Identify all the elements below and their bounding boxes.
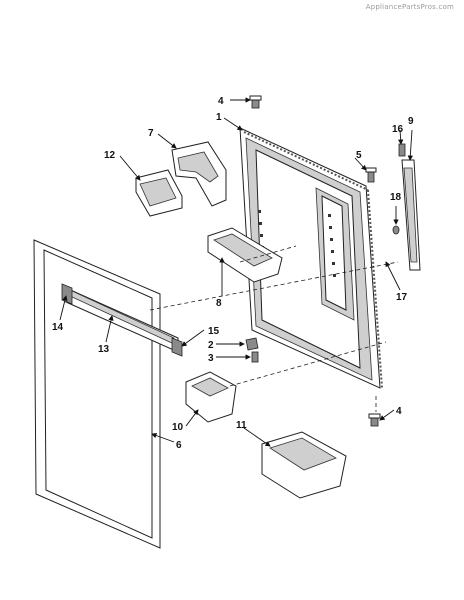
callout-4-top: 4: [218, 96, 224, 107]
screw-5: [365, 167, 377, 183]
callout-3: 3: [208, 353, 214, 364]
handle-screw: [398, 143, 406, 157]
callout-12: 12: [104, 150, 116, 161]
door-bin-10: [185, 371, 237, 423]
callout-17: 17: [396, 292, 408, 303]
callout-2: 2: [208, 340, 214, 351]
callout-16: 16: [392, 124, 404, 135]
plug: [392, 225, 400, 235]
alignment-line: [149, 261, 399, 311]
door-outer-panel: [239, 127, 383, 389]
door-bin-8: [207, 227, 283, 283]
door-handle: [401, 159, 421, 271]
door-gasket: [33, 239, 161, 549]
callout-9: 9: [408, 116, 414, 127]
dairy-bin: [135, 169, 183, 217]
callout-1: 1: [216, 112, 222, 123]
alignment-line: [229, 341, 387, 387]
callout-6: 6: [176, 440, 182, 451]
callout-11: 11: [236, 420, 247, 431]
watermark: AppliancePartsPros.com: [365, 3, 454, 11]
callout-5: 5: [356, 150, 362, 161]
callout-15: 15: [208, 326, 220, 337]
hinge-pin-top: [249, 95, 262, 109]
door-bin-11: [261, 431, 347, 499]
callout-10: 10: [172, 422, 184, 433]
hinge-pin-bottom: [368, 413, 381, 427]
end-cap-left: [61, 283, 73, 305]
callout-18: 18: [390, 192, 402, 203]
callout-8: 8: [216, 298, 222, 309]
callout-13: 13: [98, 344, 110, 355]
end-cap-right: [171, 337, 183, 357]
hinge-screw: [251, 351, 259, 363]
dairy-door-bracket: [171, 141, 227, 207]
callout-7: 7: [148, 128, 154, 139]
alignment-line: [239, 245, 297, 263]
hinge-cam: [245, 337, 259, 351]
callout-4-bottom: 4: [396, 406, 402, 417]
callout-14: 14: [52, 322, 64, 333]
